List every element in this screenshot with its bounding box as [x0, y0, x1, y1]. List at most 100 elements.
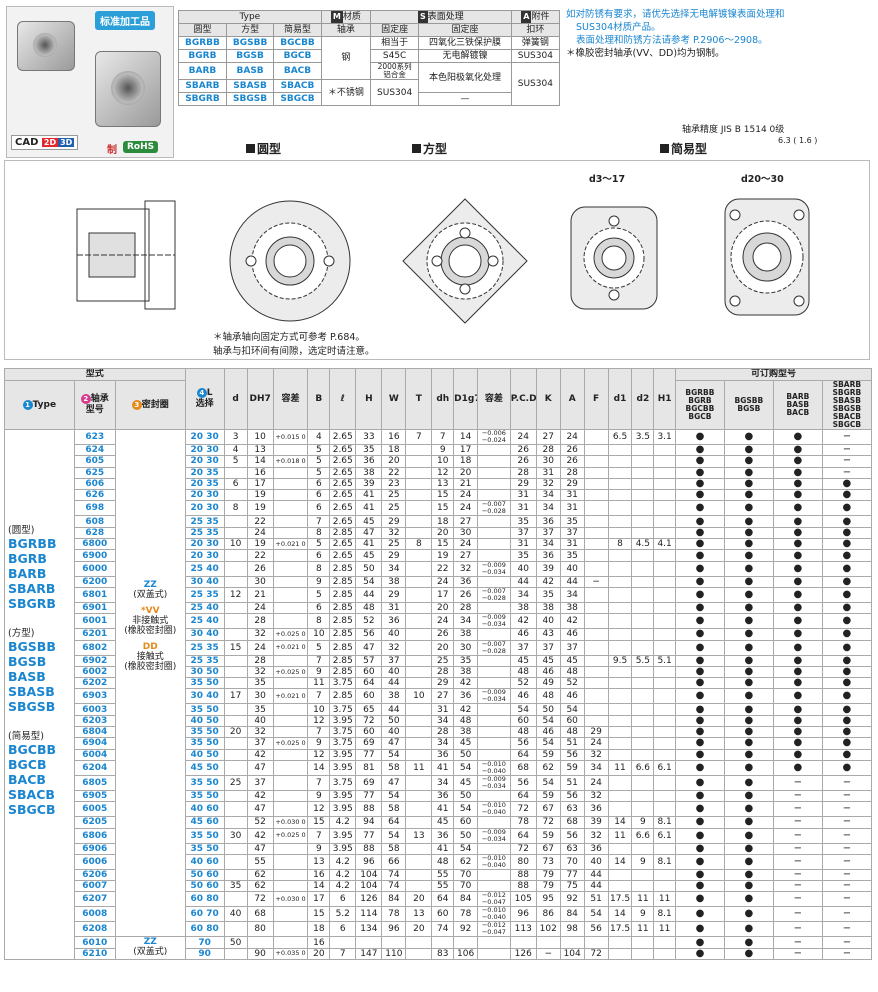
type-name[interactable]: BGRBB — [8, 536, 57, 551]
shaft-model[interactable]: 605 — [73, 455, 116, 468]
L-selection[interactable]: 30 40 — [184, 575, 225, 588]
shaft-model[interactable]: 6206 — [73, 868, 116, 882]
shaft-model[interactable]: 6202 — [73, 677, 116, 690]
shaft-model[interactable]: 6008 — [73, 906, 116, 923]
L-selection[interactable]: 60 80 — [184, 891, 225, 908]
L-selection[interactable]: 25 35 — [184, 586, 225, 603]
L-selection[interactable]: 20 35 — [184, 466, 225, 479]
shaft-model[interactable]: 628 — [73, 526, 116, 540]
drawing-note-1[interactable]: ＊轴承轴向固定方式可参考 P.684。 — [213, 332, 365, 343]
type-name[interactable]: SBACB — [8, 787, 55, 802]
L-selection[interactable]: 35 50 — [184, 774, 225, 791]
L-selection[interactable]: 45 50 — [184, 759, 225, 776]
type-name[interactable]: SBASB — [8, 684, 55, 699]
type-name[interactable]: BGCBB — [8, 742, 57, 757]
shaft-model[interactable]: 6205 — [73, 816, 116, 829]
L-selection[interactable]: 20 30 — [184, 429, 225, 445]
shaft-model[interactable]: 6208 — [73, 921, 116, 938]
shaft-model[interactable]: 6006 — [73, 853, 116, 870]
type-name[interactable]: SBARB — [8, 581, 56, 596]
shaft-model[interactable]: 6200 — [73, 575, 116, 588]
shaft-model[interactable]: 6203 — [73, 714, 116, 728]
shaft-model[interactable]: 6804 — [73, 726, 116, 739]
type-name[interactable]: SBGRB — [8, 596, 56, 611]
shaft-model[interactable]: 6806 — [73, 827, 116, 844]
L-selection[interactable]: 20 30 — [184, 455, 225, 468]
L-selection[interactable]: 20 30 — [184, 549, 225, 562]
shaft-model[interactable]: 6004 — [73, 748, 116, 761]
L-selection[interactable]: 60 70 — [184, 906, 225, 923]
shaft-model[interactable]: 6901 — [73, 601, 116, 615]
L-selection[interactable]: 40 50 — [184, 748, 225, 761]
L-selection[interactable]: 20 30 — [184, 489, 225, 502]
shaft-model[interactable]: 606 — [73, 477, 116, 491]
L-selection[interactable]: 25 40 — [184, 601, 225, 615]
shaft-model[interactable]: 6906 — [73, 842, 116, 855]
seal-code[interactable]: ZZ — [143, 937, 157, 948]
L-selection[interactable]: 35 50 — [184, 703, 225, 716]
L-selection[interactable]: 25 35 — [184, 654, 225, 667]
L-selection[interactable]: 20 30 — [184, 443, 225, 457]
shaft-model[interactable]: 6005 — [73, 801, 116, 818]
type-name[interactable]: BGSB — [8, 654, 47, 669]
L-selection[interactable]: 50 60 — [184, 880, 225, 893]
shaft-model[interactable]: 6003 — [73, 703, 116, 716]
L-selection[interactable]: 25 35 — [184, 526, 225, 540]
shaft-model[interactable]: 623 — [73, 429, 116, 445]
shaft-model[interactable]: 6010 — [73, 936, 116, 949]
shaft-model[interactable]: 6802 — [73, 639, 116, 656]
L-selection[interactable]: 25 40 — [184, 613, 225, 630]
L-selection[interactable]: 20 35 — [184, 477, 225, 491]
shaft-model[interactable]: 6905 — [73, 789, 116, 803]
type-name[interactable]: SBGCB — [8, 802, 56, 817]
shaft-model[interactable]: 608 — [73, 515, 116, 528]
L-selection[interactable]: 50 60 — [184, 868, 225, 882]
L-selection[interactable]: 25 35 — [184, 639, 225, 656]
shaft-model[interactable]: 6001 — [73, 613, 116, 630]
shaft-model[interactable]: 6002 — [73, 665, 116, 679]
L-selection[interactable]: 35 50 — [184, 726, 225, 739]
shaft-model[interactable]: 6900 — [73, 549, 116, 562]
L-selection[interactable]: 20 30 — [184, 500, 225, 517]
shaft-model[interactable]: 625 — [73, 466, 116, 479]
L-selection[interactable]: 25 35 — [184, 515, 225, 528]
L-selection[interactable]: 90 — [184, 947, 225, 961]
type-name[interactable]: BGSBB — [8, 639, 56, 654]
type-name[interactable]: BASB — [8, 669, 46, 684]
shaft-model[interactable]: 624 — [73, 443, 116, 457]
shaft-model[interactable]: 6805 — [73, 774, 116, 791]
shaft-model[interactable]: 6902 — [73, 654, 116, 667]
L-selection[interactable]: 40 50 — [184, 714, 225, 728]
shaft-model[interactable]: 6903 — [73, 688, 116, 705]
seal-code[interactable]: DD — [142, 642, 158, 652]
type-name[interactable]: BGRB — [8, 551, 47, 566]
L-selection[interactable]: 30 40 — [184, 628, 225, 641]
L-selection[interactable]: 20 30 — [184, 538, 225, 551]
L-selection[interactable]: 30 40 — [184, 688, 225, 705]
L-selection[interactable]: 35 50 — [184, 842, 225, 855]
shaft-model[interactable]: 6201 — [73, 628, 116, 641]
L-selection[interactable]: 45 60 — [184, 816, 225, 829]
shaft-model[interactable]: 6000 — [73, 560, 116, 577]
L-selection[interactable]: 60 80 — [184, 921, 225, 938]
type-name[interactable]: SBGSB — [8, 699, 56, 714]
seal-code[interactable]: *VV — [140, 606, 160, 616]
L-selection[interactable]: 35 50 — [184, 737, 225, 750]
shaft-model[interactable]: 6904 — [73, 737, 116, 750]
type-name[interactable]: BARB — [8, 566, 47, 581]
L-selection[interactable]: 35 50 — [184, 789, 225, 803]
L-selection[interactable]: 35 50 — [184, 827, 225, 844]
type-name[interactable]: BACB — [8, 772, 46, 787]
L-selection[interactable]: 70 — [184, 936, 225, 949]
shaft-model[interactable]: 6800 — [73, 538, 116, 551]
shaft-model[interactable]: 6207 — [73, 891, 116, 908]
L-selection[interactable]: 25 40 — [184, 560, 225, 577]
shaft-model[interactable]: 6007 — [73, 880, 116, 893]
shaft-model[interactable]: 6210 — [73, 947, 116, 961]
note-line[interactable]: 表面处理和防锈方法请参考 P.2906～2908。 — [576, 35, 768, 46]
L-selection[interactable]: 40 60 — [184, 853, 225, 870]
shaft-model[interactable]: 698 — [73, 500, 116, 517]
seal-code[interactable]: ZZ — [143, 580, 157, 590]
type-name[interactable]: BGCB — [8, 757, 47, 772]
L-selection[interactable]: 40 60 — [184, 801, 225, 818]
